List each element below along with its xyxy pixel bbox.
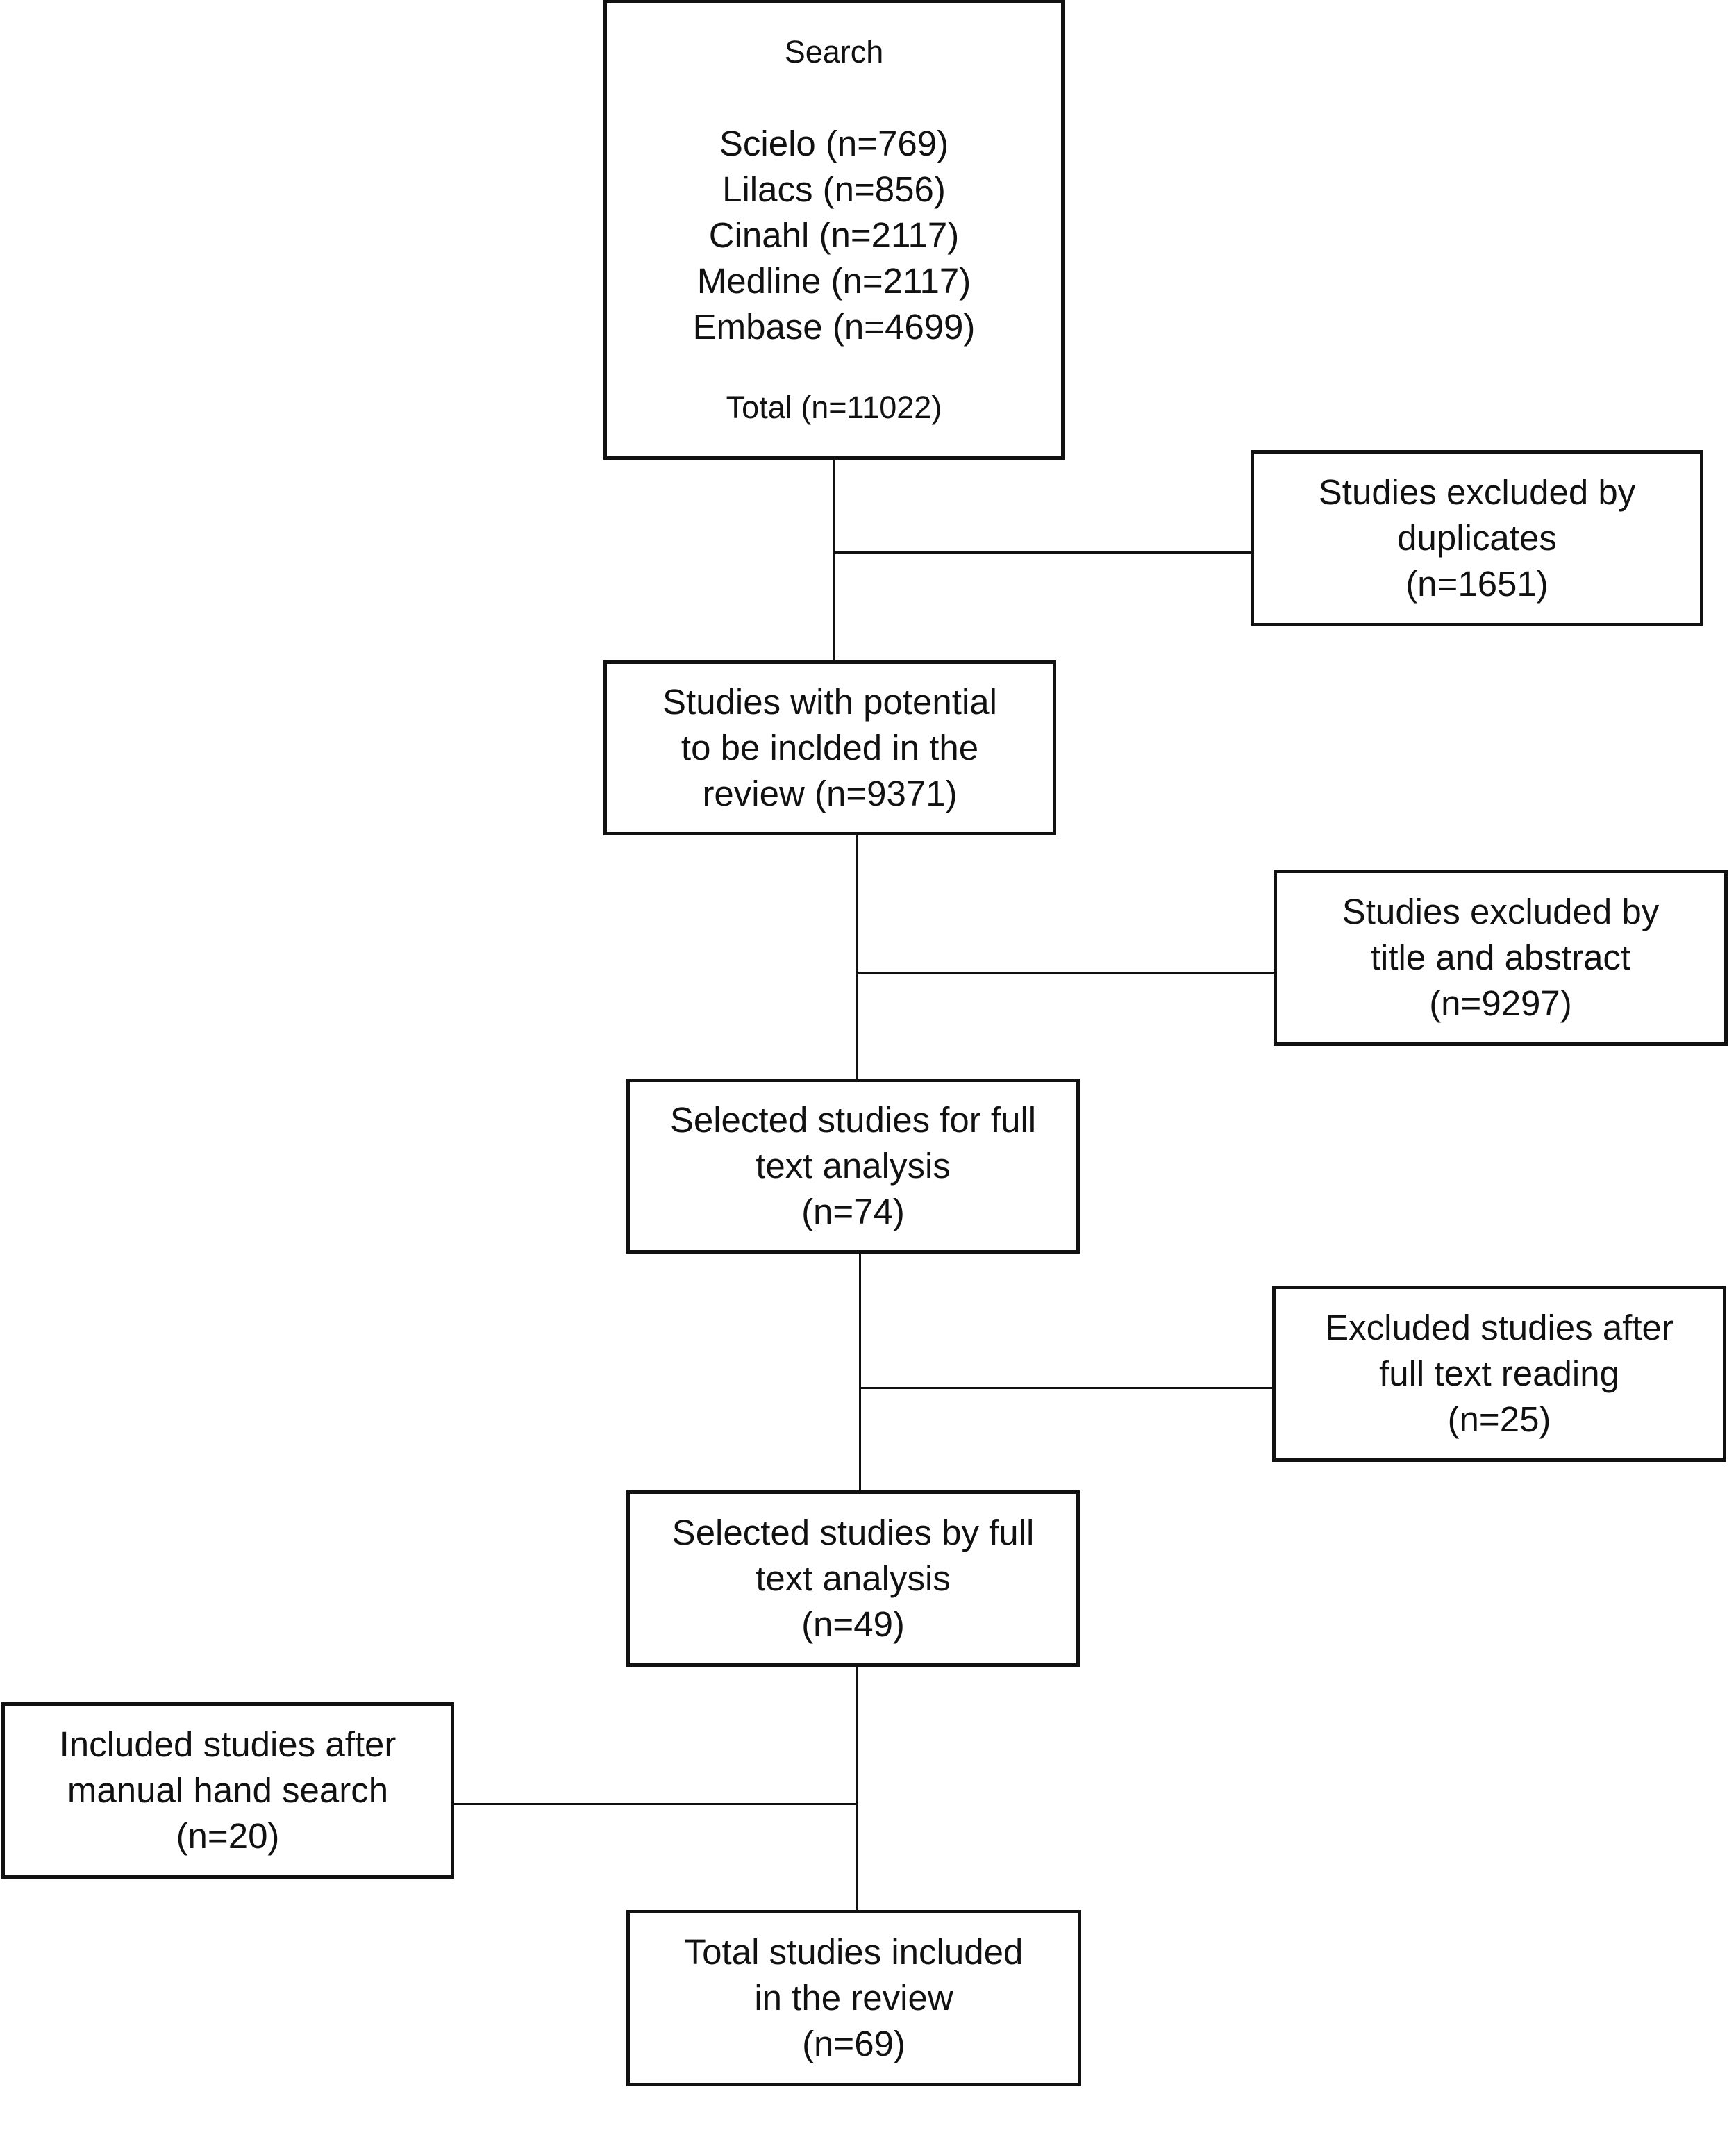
box-line: review (n=9371) bbox=[702, 774, 958, 813]
box-line: (n=69) bbox=[802, 2024, 905, 2063]
source-item: Scielo (n=769) bbox=[719, 124, 949, 163]
source-item: Embase (n=4699) bbox=[692, 307, 976, 347]
box-line: full text reading bbox=[1379, 1354, 1619, 1393]
box-line: to be inclded in the bbox=[681, 728, 979, 767]
box-line: (n=49) bbox=[801, 1604, 905, 1644]
box-line: text analysis bbox=[756, 1146, 951, 1186]
box-line: (n=25) bbox=[1447, 1399, 1551, 1439]
source-item: Medline (n=2117) bbox=[696, 261, 971, 301]
excluded-duplicates-box: Studies excluded by duplicates (n=1651) bbox=[1251, 450, 1703, 626]
total-included-box: Total studies included in the review (n=… bbox=[626, 1910, 1081, 2086]
search-total: Total (n=11022) bbox=[726, 390, 942, 425]
source-item: Cinahl (n=2117) bbox=[708, 215, 960, 255]
connector-selected-byfull bbox=[859, 1252, 861, 1490]
box-line: (n=1651) bbox=[1405, 564, 1549, 604]
box-line: Studies with potential bbox=[662, 682, 997, 722]
connector-potential-selected bbox=[856, 834, 858, 1079]
box-line: (n=9297) bbox=[1429, 983, 1572, 1023]
box-line: Excluded studies after bbox=[1325, 1308, 1674, 1347]
box-line: Studies excluded by bbox=[1342, 892, 1660, 931]
connector-to-title-abstract bbox=[856, 972, 1274, 974]
box-line: text analysis bbox=[756, 1558, 951, 1598]
box-line: Selected studies by full bbox=[671, 1513, 1035, 1552]
box-line: Selected studies for full bbox=[669, 1100, 1037, 1140]
search-title: Search bbox=[784, 34, 884, 69]
potential-studies-box: Studies with potential to be inclded in … bbox=[603, 660, 1056, 835]
box-line: Total studies included bbox=[684, 1932, 1024, 1972]
source-item: Lilacs (n=856) bbox=[722, 169, 946, 209]
box-line: manual hand search bbox=[67, 1770, 389, 1810]
manual-search-box: Included studies after manual hand searc… bbox=[1, 1702, 454, 1879]
excluded-title-abstract-box: Studies excluded by title and abstract (… bbox=[1274, 870, 1728, 1046]
connector-from-manual bbox=[453, 1803, 858, 1805]
box-line: (n=20) bbox=[176, 1816, 280, 1856]
selected-by-full-text-box: Selected studies by full text analysis (… bbox=[626, 1490, 1080, 1667]
box-line: Included studies after bbox=[59, 1724, 397, 1764]
connector-to-duplicates bbox=[833, 551, 1251, 554]
connector-byfull-total bbox=[856, 1665, 858, 1910]
excluded-full-text-box: Excluded studies after full text reading… bbox=[1272, 1286, 1726, 1462]
search-box: Search Scielo (n=769) Lilacs (n=856) Cin… bbox=[603, 0, 1065, 460]
box-line: duplicates bbox=[1397, 518, 1557, 558]
box-line: in the review bbox=[754, 1978, 953, 2018]
box-line: title and abstract bbox=[1370, 938, 1631, 977]
box-line: (n=74) bbox=[801, 1192, 905, 1231]
selected-full-text-box: Selected studies for full text analysis … bbox=[626, 1079, 1080, 1254]
connector-to-excluded-full bbox=[859, 1387, 1272, 1389]
connector-search-potential bbox=[833, 458, 835, 660]
box-line: Studies excluded by bbox=[1318, 472, 1636, 512]
